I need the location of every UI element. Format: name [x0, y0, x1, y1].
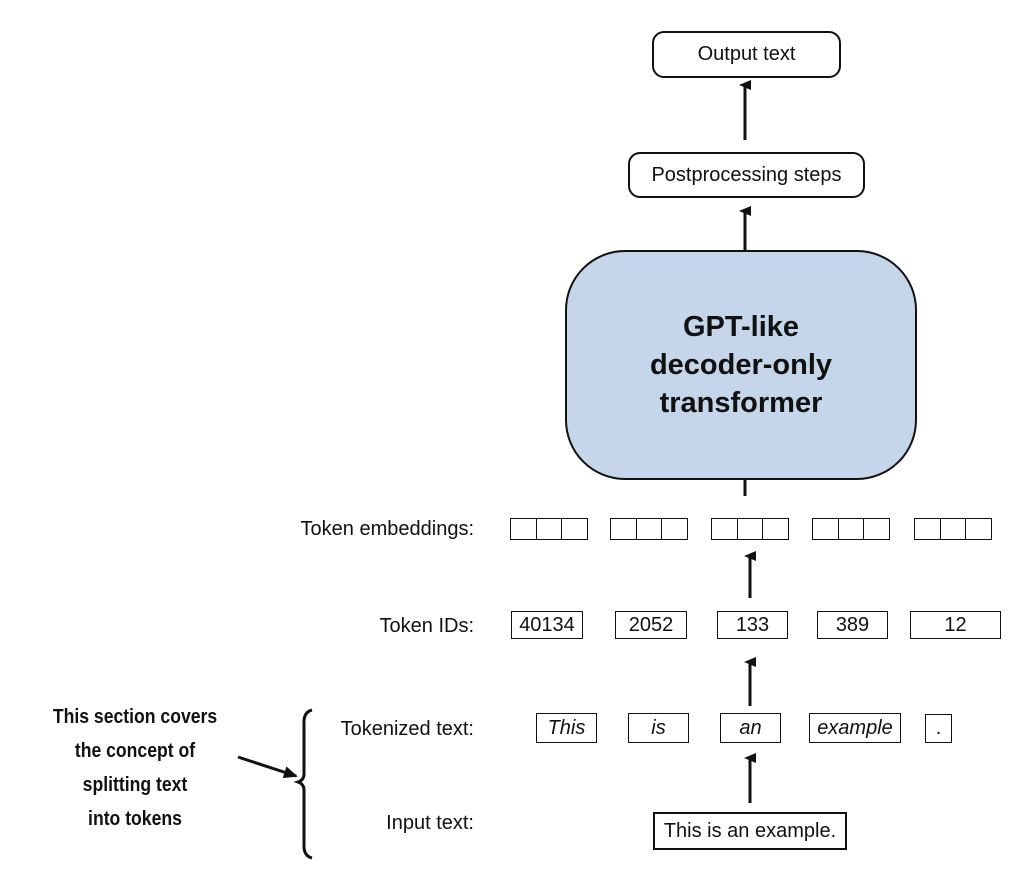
token-id-4: 389: [817, 611, 888, 639]
transformer-line-3: transformer: [659, 387, 823, 419]
label-input-text: Input text:: [386, 812, 474, 834]
transformer-block: GPT-like decoder-only transformer: [565, 250, 917, 480]
embedding-cell: [711, 518, 738, 540]
token-5: .: [925, 714, 952, 743]
token-id-5: 12: [910, 611, 1001, 639]
token-4: example: [809, 713, 901, 743]
embedding-cell: [863, 518, 890, 540]
token-2: is: [628, 713, 689, 743]
input-text-box: This is an example.: [653, 812, 847, 850]
note-line-4: into tokens: [88, 808, 182, 830]
postprocessing-label: Postprocessing steps: [651, 163, 842, 186]
note-line-2: the concept of: [74, 740, 196, 762]
note-line-1: This section covers: [52, 706, 218, 728]
embedding-cell: [736, 518, 764, 540]
embedding-cell: [510, 518, 537, 540]
embedding-cell: [812, 518, 839, 540]
token-id-3: 133: [717, 611, 788, 639]
embedding-cell: [661, 518, 688, 540]
token-1: This: [536, 713, 597, 743]
embedding-cell: [914, 518, 941, 540]
output-text-box: Output text: [652, 31, 841, 78]
embedding-cell: [939, 518, 967, 540]
embedding-cell: [762, 518, 789, 540]
token-3: an: [720, 713, 781, 743]
token-id-1: 40134: [511, 611, 583, 639]
label-token-embeddings: Token embeddings:: [300, 518, 474, 540]
embedding-cell: [610, 518, 637, 540]
embedding-group-2: [610, 518, 688, 540]
note-line-3: splitting text: [82, 774, 188, 796]
embedding-cell: [561, 518, 588, 540]
output-text-label: Output text: [697, 43, 796, 65]
embedding-group-1: [510, 518, 588, 540]
embedding-group-3: [711, 518, 789, 540]
label-token-ids: Token IDs:: [379, 615, 474, 637]
postprocessing-box: Postprocessing steps: [628, 152, 865, 198]
embedding-group-5: [914, 518, 992, 540]
token-id-2: 2052: [615, 611, 687, 639]
embedding-cell: [837, 518, 865, 540]
transformer-line-2: decoder-only: [649, 349, 833, 381]
embedding-cell: [535, 518, 563, 540]
embedding-group-4: [812, 518, 890, 540]
embedding-cell: [965, 518, 992, 540]
section-note: This section covers the concept of split…: [43, 700, 228, 836]
label-tokenized-text: Tokenized text:: [340, 718, 474, 740]
bracket: [293, 708, 313, 860]
note-arrow: [237, 755, 298, 778]
transformer-line-1: GPT-like: [682, 311, 800, 343]
embedding-cell: [635, 518, 663, 540]
